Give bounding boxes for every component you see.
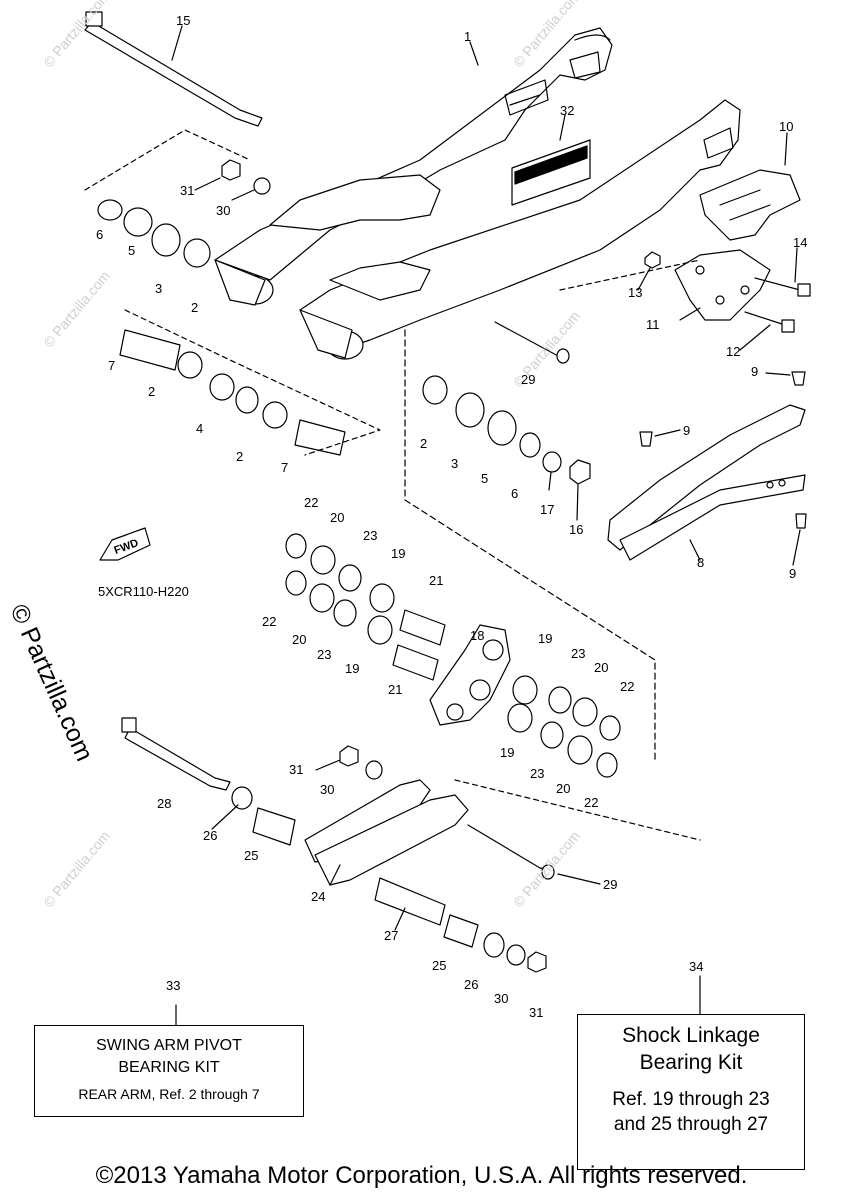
callout[interactable]: 4 [196,421,204,436]
kit-a-line2: BEARING KIT [118,1059,220,1076]
callout[interactable]: 22 [304,495,319,510]
callout[interactable]: 10 [779,119,794,134]
copyright-notice: ©2013 Yamaha Motor Corporation, U.S.A. A… [95,1162,748,1189]
callout[interactable]: 9 [751,364,759,379]
callout[interactable]: 31 [180,183,195,198]
shock-linkage-kit-box: Shock Linkage Bearing Kit Ref. 19 throug… [577,1014,805,1170]
kit-b-line1: Shock Linkage [622,1024,760,1047]
callout[interactable]: 11 [646,317,660,332]
callout[interactable]: 23 [363,528,378,543]
callout[interactable]: 19 [391,546,406,561]
callout[interactable]: 23 [317,647,332,662]
callout[interactable]: 9 [683,423,691,438]
kit-a-line1: SWING ARM PIVOT [96,1037,242,1054]
kit-b-line3: Ref. 19 through 23 [612,1089,770,1110]
callout[interactable]: 20 [330,510,345,525]
callout[interactable]: 21 [388,682,403,697]
callout[interactable]: 2 [191,300,199,315]
callout[interactable]: 20 [556,781,571,796]
callout[interactable]: 5 [128,243,136,258]
diagram-code: 5XCR110-H220 [98,584,189,599]
callout[interactable]: 31 [289,762,304,777]
callout[interactable]: 12 [726,344,741,359]
callout[interactable]: 23 [571,646,586,661]
callout[interactable]: 29 [521,372,536,387]
callout[interactable]: 22 [620,679,635,694]
callout[interactable]: 15 [176,13,191,28]
callout[interactable]: 7 [108,358,116,373]
callout[interactable]: 31 [529,1005,544,1020]
callout[interactable]: 13 [628,285,643,300]
callout[interactable]: 16 [569,522,584,537]
callout[interactable]: 2 [420,436,428,451]
kit-b-line2: Bearing Kit [639,1051,743,1074]
callout[interactable]: 2 [148,384,156,399]
callout[interactable]: 24 [311,889,326,904]
callout[interactable]: 6 [511,486,519,501]
callout[interactable]: 30 [494,991,509,1006]
callout[interactable]: 20 [292,632,307,647]
callout[interactable]: 19 [500,745,515,760]
kit-a-line3: REAR ARM, Ref. 2 through 7 [78,1086,260,1102]
callout[interactable]: 6 [96,227,104,242]
callout[interactable]: 30 [320,782,335,797]
callout[interactable]: 25 [244,848,259,863]
callout[interactable]: 2 [236,449,244,464]
callout[interactable]: 3 [155,281,163,296]
callout[interactable]: 3 [451,456,459,471]
callout[interactable]: 8 [697,555,705,570]
callout[interactable]: 18 [470,628,485,643]
callout[interactable]: 19 [538,631,553,646]
callout[interactable]: 1 [464,29,472,44]
callout[interactable]: 5 [481,471,489,486]
callout[interactable]: 32 [560,103,575,118]
swing-arm [214,27,741,360]
kit-b-line4: and 25 through 27 [613,1114,769,1135]
callout[interactable]: 21 [429,573,444,588]
callout[interactable]: 7 [281,460,289,475]
callout[interactable]: 20 [594,660,609,675]
callout[interactable]: 22 [584,795,599,810]
callout[interactable]: 22 [262,614,277,629]
callout[interactable]: 9 [789,566,797,581]
callout[interactable]: 26 [203,828,218,843]
callout[interactable]: 34 [689,959,704,974]
callout[interactable]: 17 [540,502,555,517]
callout[interactable]: 33 [166,978,181,993]
callout[interactable]: 29 [603,877,618,892]
callout[interactable]: 28 [157,796,172,811]
swing-arm-kit-box: SWING ARM PIVOT BEARING KIT REAR ARM, Re… [34,1025,304,1117]
callout[interactable]: 30 [216,203,231,218]
callout[interactable]: 27 [384,928,399,943]
callout[interactable]: 26 [464,977,479,992]
callout[interactable]: 19 [345,661,360,676]
callout[interactable]: 14 [793,235,808,250]
callout[interactable]: 25 [432,958,447,973]
callout[interactable]: 23 [530,766,545,781]
